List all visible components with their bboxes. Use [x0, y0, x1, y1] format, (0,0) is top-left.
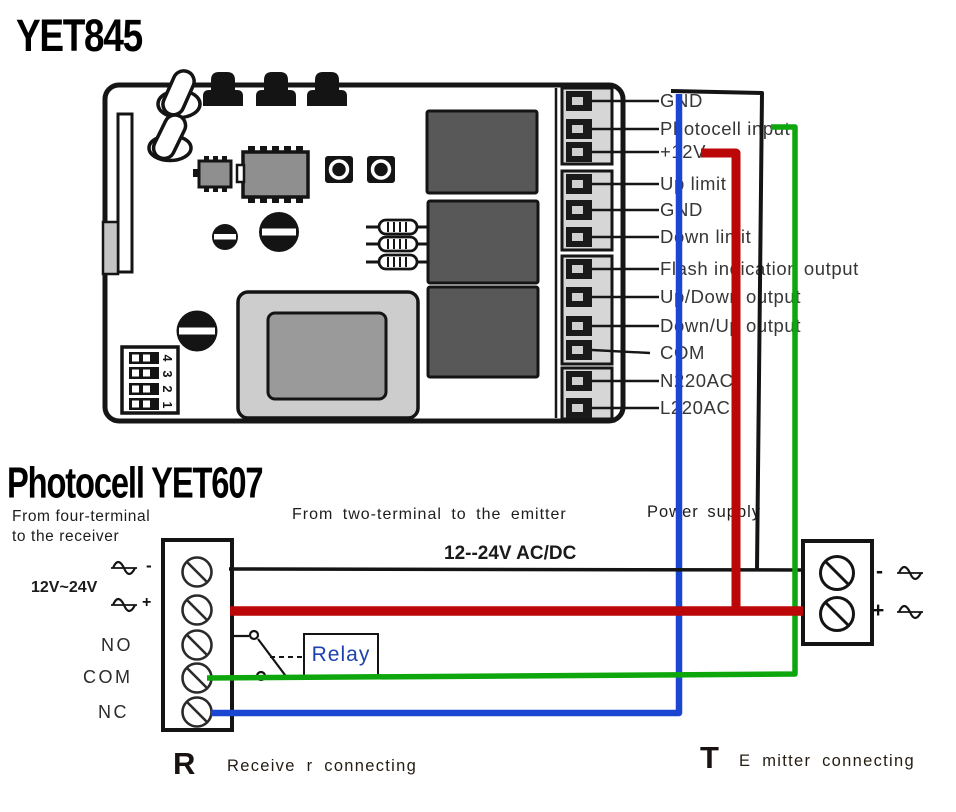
wire-clamp-icon — [147, 113, 193, 163]
terminal-label-down-limit: Down limit — [660, 226, 752, 247]
dip-switch — [120, 345, 180, 415]
wire-clamp-icon — [156, 69, 202, 120]
transformer-icon — [236, 290, 420, 420]
top-button-icons — [203, 72, 347, 106]
dip-label-4: 4 — [160, 354, 174, 362]
terminal-label-down-up: Down/Up output — [660, 315, 802, 336]
board-title: YET845 — [16, 10, 143, 62]
photocell-voltage-label: 12V~24V — [31, 579, 98, 596]
terminal-label-com: COM — [660, 342, 705, 363]
terminal-label-photocell-input: Photocell input — [660, 118, 791, 139]
dip-label-1: 1 — [160, 401, 174, 408]
note-four-terminal-line1: From four-terminal — [12, 508, 151, 525]
photocell-minus-sign: - — [146, 556, 152, 575]
emitter-caption-letter: T — [700, 740, 719, 775]
power-supply-label: Power supply — [647, 503, 762, 521]
small-ic-chip — [193, 156, 233, 192]
ac-sine-icon — [111, 560, 137, 613]
terminal-label-12v: +12V — [660, 141, 707, 162]
dip-label-2: 2 — [160, 385, 174, 393]
antenna-strip — [101, 112, 134, 276]
screw-head-icon — [259, 212, 299, 252]
power-plus-sign: + — [872, 599, 885, 622]
note-four-terminal-line2: to the receiver — [12, 528, 120, 545]
resistor-icons — [366, 218, 428, 271]
relay-label-box: Relay — [303, 633, 379, 677]
terminal-label-gnd-1: GND — [660, 90, 703, 111]
photocell-row-nc: NC — [98, 702, 129, 722]
emitter-caption-text: E mitter connecting — [739, 752, 915, 770]
relay-block-icons — [425, 109, 540, 379]
power-minus-sign: - — [876, 560, 883, 583]
photocell-title: Photocell YET607 — [7, 458, 264, 508]
large-ic-chip — [235, 146, 310, 203]
push-button-icon — [325, 156, 353, 183]
receiver-caption-text: Receive r connecting — [227, 757, 418, 775]
photocell-row-no: NO — [101, 635, 133, 655]
screw-head-icon — [212, 224, 238, 250]
push-button-icon — [367, 156, 395, 183]
relay-contact-symbol — [231, 629, 302, 682]
photocell-row-com: COM — [83, 667, 133, 687]
terminal-label-flash-output: Flash indication output — [660, 258, 859, 279]
terminal-label-l220ac: L220AC — [660, 397, 731, 418]
photocell-terminal-block — [161, 538, 234, 732]
screw-head-icon — [176, 310, 218, 352]
ac-sine-icon — [897, 565, 923, 620]
note-two-terminal: From two-terminal to the emitter — [292, 506, 567, 523]
power-rating-label: 12--24V AC/DC — [444, 543, 577, 564]
terminal-label-gnd-2: GND — [660, 199, 703, 220]
power-terminal-block — [801, 539, 874, 646]
terminal-label-n220ac: N220AC — [660, 370, 734, 391]
receiver-caption-letter: R — [173, 746, 196, 781]
photocell-plus-sign: + — [142, 594, 152, 611]
terminal-label-up-limit: Up limit — [660, 173, 727, 194]
dip-label-3: 3 — [160, 370, 174, 377]
terminal-label-up-down: Up/Down output — [660, 286, 802, 307]
